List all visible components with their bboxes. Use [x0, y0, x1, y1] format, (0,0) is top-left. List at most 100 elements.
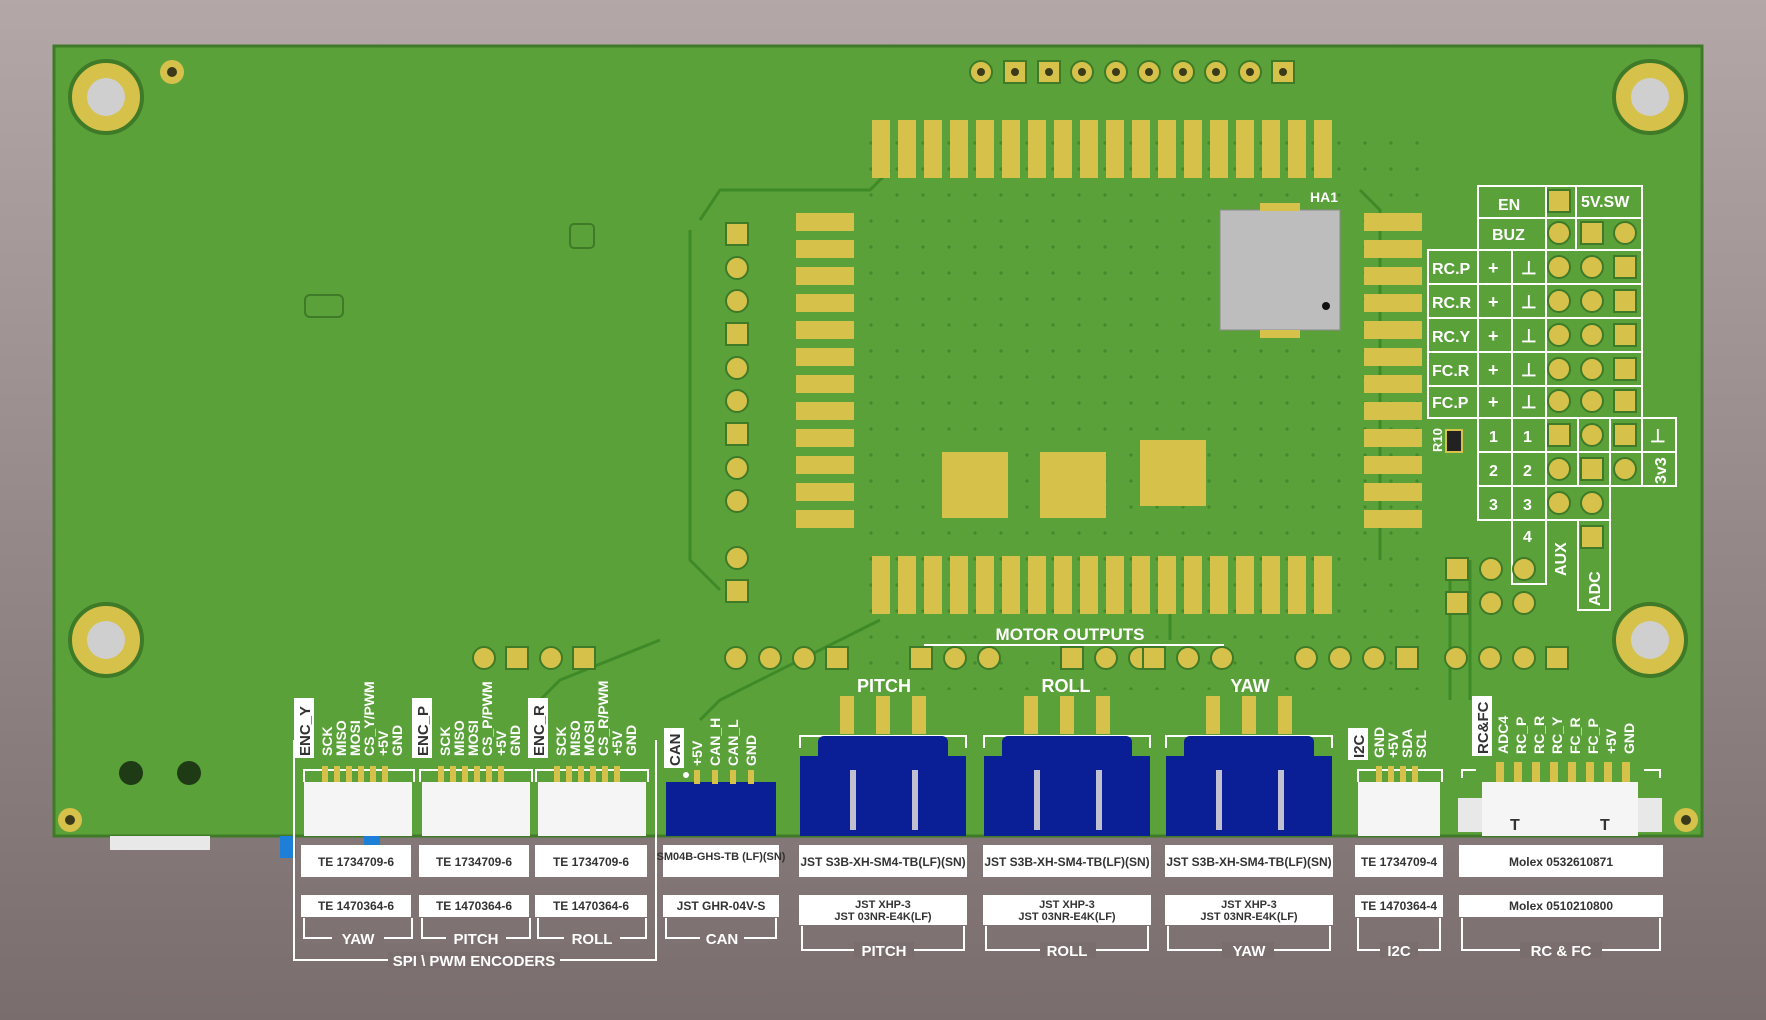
- i2c-tag: I2C: [1351, 734, 1368, 758]
- pitch-part-bot2: JST 03NR-E4K(LF): [834, 911, 932, 923]
- i2c-pin-0: GND: [1371, 727, 1387, 758]
- i2c-connector: [1357, 766, 1443, 836]
- enc-r-part-top: TE 1734709-6: [553, 855, 629, 869]
- encoder-connectors: [110, 766, 649, 858]
- motor-label-yaw: YAW: [1230, 676, 1269, 696]
- enc-y-pin-4: +5V: [375, 730, 391, 756]
- header-grid: [1427, 185, 1677, 611]
- enc-y-pin-5: GND: [389, 725, 405, 756]
- buz-label: BUZ: [1492, 227, 1525, 244]
- enc-y-pin-2: MOSI: [347, 720, 363, 756]
- enc-r-pin-3: CS_R/PWM: [595, 681, 611, 756]
- enc-p-pin-4: +5V: [493, 730, 509, 756]
- plus-4: +: [1488, 360, 1499, 380]
- roll-part-bot1: JST XHP-3: [1039, 899, 1095, 911]
- group-yaw-enc: YAW: [342, 931, 376, 948]
- num-1b: 1: [1523, 429, 1532, 446]
- group-encoders: SPI \ PWM ENCODERS: [393, 953, 556, 970]
- enc-p-pin-2: MOSI: [465, 720, 481, 756]
- row-rcy: RC.Y: [1432, 329, 1471, 346]
- enc-r-pin-2: MOSI: [581, 720, 597, 756]
- enc-r-pin-1: MISO: [567, 720, 583, 756]
- gnd-1: ⊥: [1521, 258, 1537, 278]
- enc-y-part-top: TE 1734709-6: [318, 855, 394, 869]
- gnd-6: ⊥: [1650, 426, 1666, 446]
- enc-p-pin-5: GND: [507, 725, 523, 756]
- plus-3: +: [1488, 326, 1499, 346]
- adc-label: ADC: [1587, 571, 1604, 606]
- rcfc-pin-7: GND: [1621, 723, 1637, 754]
- thermal-pads: [942, 440, 1206, 518]
- group-i2c: I2C: [1387, 943, 1411, 960]
- plus-1: +: [1488, 258, 1499, 278]
- enc-p-tag: ENC_P: [415, 706, 432, 756]
- enc-y-pin-0: SCK: [319, 726, 335, 756]
- gnd-5: ⊥: [1521, 392, 1537, 412]
- can-part-bot: JST GHR-04V-S: [677, 899, 766, 913]
- can-connector: [666, 770, 776, 836]
- plus-5: +: [1488, 392, 1499, 412]
- header-labels: EN BUZ 5V.SW RC.P RC.R RC.Y FC.R FC.P + …: [1432, 194, 1670, 606]
- enc-p-part-bot: TE 1470364-6: [436, 899, 512, 913]
- rcfc-pin-5: FC_P: [1585, 718, 1601, 754]
- pitch-part-bot1: JST XHP-3: [855, 899, 911, 911]
- rcfc-pin-0: ADC4: [1495, 716, 1511, 754]
- r10-label: R10: [1430, 428, 1445, 452]
- row-fcp: FC.P: [1432, 395, 1469, 412]
- group-pitch-enc: PITCH: [454, 931, 499, 948]
- r10-resistor: [1445, 429, 1463, 453]
- rcfc-pin-3: RC_Y: [1549, 716, 1565, 754]
- num-2b: 2: [1523, 463, 1532, 480]
- i2c-pin-2: SDA: [1399, 728, 1415, 758]
- num-3b: 3: [1523, 497, 1532, 514]
- i2c-pin-1: +5V: [1385, 732, 1401, 758]
- group-roll-enc: ROLL: [572, 931, 613, 948]
- can-pin-2: CAN_L: [725, 719, 741, 766]
- enc-r-pin-0: SCK: [553, 726, 569, 756]
- enc-p-pin-0: SCK: [437, 726, 453, 756]
- num-1a: 1: [1489, 429, 1498, 446]
- module-pads-bottom: [872, 556, 1332, 614]
- rcfc-part-top: Molex 0532610871: [1509, 855, 1613, 869]
- can-tag: CAN: [667, 734, 684, 767]
- left-pin-column: [725, 222, 749, 603]
- part-label-text: TE 1734709-6 TE 1734709-6 TE 1734709-6 S…: [318, 851, 1613, 923]
- i2c-pin-3: SCL: [1413, 730, 1429, 758]
- row-fcr: FC.R: [1432, 363, 1470, 380]
- roll-part-top: JST S3B-XH-SM4-TB(LF)(SN): [984, 855, 1149, 869]
- group-labels: YAW PITCH ROLL CAN SPI \ PWM ENCODERS PI…: [332, 930, 1602, 970]
- rcfc-pin-2: RC_R: [1531, 716, 1547, 754]
- gnd-3: ⊥: [1521, 326, 1537, 346]
- ha1-label: HA1: [1310, 189, 1338, 205]
- gnd-4: ⊥: [1521, 360, 1537, 380]
- num-4b: 4: [1523, 529, 1532, 546]
- header-pins: [1445, 189, 1637, 615]
- yaw-part-top: JST S3B-XH-SM4-TB(LF)(SN): [1166, 855, 1331, 869]
- enc-p-pin-3: CS_P/PWM: [479, 681, 495, 756]
- rcfc-pin-6: +5V: [1603, 728, 1619, 754]
- roll-part-bot2: JST 03NR-E4K(LF): [1018, 911, 1116, 923]
- can-pin-1: CAN_H: [707, 718, 723, 766]
- yaw-part-bot1: JST XHP-3: [1221, 899, 1277, 911]
- sw-label: 5V.SW: [1581, 194, 1630, 211]
- motor-connector-yaw: [1165, 696, 1333, 836]
- enc-p-pin-1: MISO: [451, 720, 467, 756]
- en-label: EN: [1498, 197, 1520, 214]
- connector-tags: ENC_Y SCK MISO MOSI CS_Y/PWM +5V GND ENC…: [294, 681, 1637, 768]
- motor-outputs-label: MOTOR OUTPUTS: [996, 625, 1145, 644]
- plus-2: +: [1488, 292, 1499, 312]
- ha1-module: [1219, 209, 1341, 331]
- group-yaw-motor: YAW: [1233, 943, 1267, 960]
- i2c-part-bot: TE 1470364-4: [1361, 899, 1437, 913]
- i2c-part-top: TE 1734709-4: [1361, 855, 1437, 869]
- num-3a: 3: [1489, 497, 1498, 514]
- svg-text:T: T: [1510, 817, 1520, 834]
- rcfc-pin-1: RC_P: [1513, 717, 1529, 754]
- motor-connector-roll: [983, 696, 1151, 836]
- enc-y-pin-1: MISO: [333, 720, 349, 756]
- module-pads-top: [872, 120, 1332, 178]
- group-can: CAN: [706, 931, 739, 948]
- top-pin-header: [969, 60, 1295, 84]
- enc-r-tag: ENC_R: [531, 705, 548, 756]
